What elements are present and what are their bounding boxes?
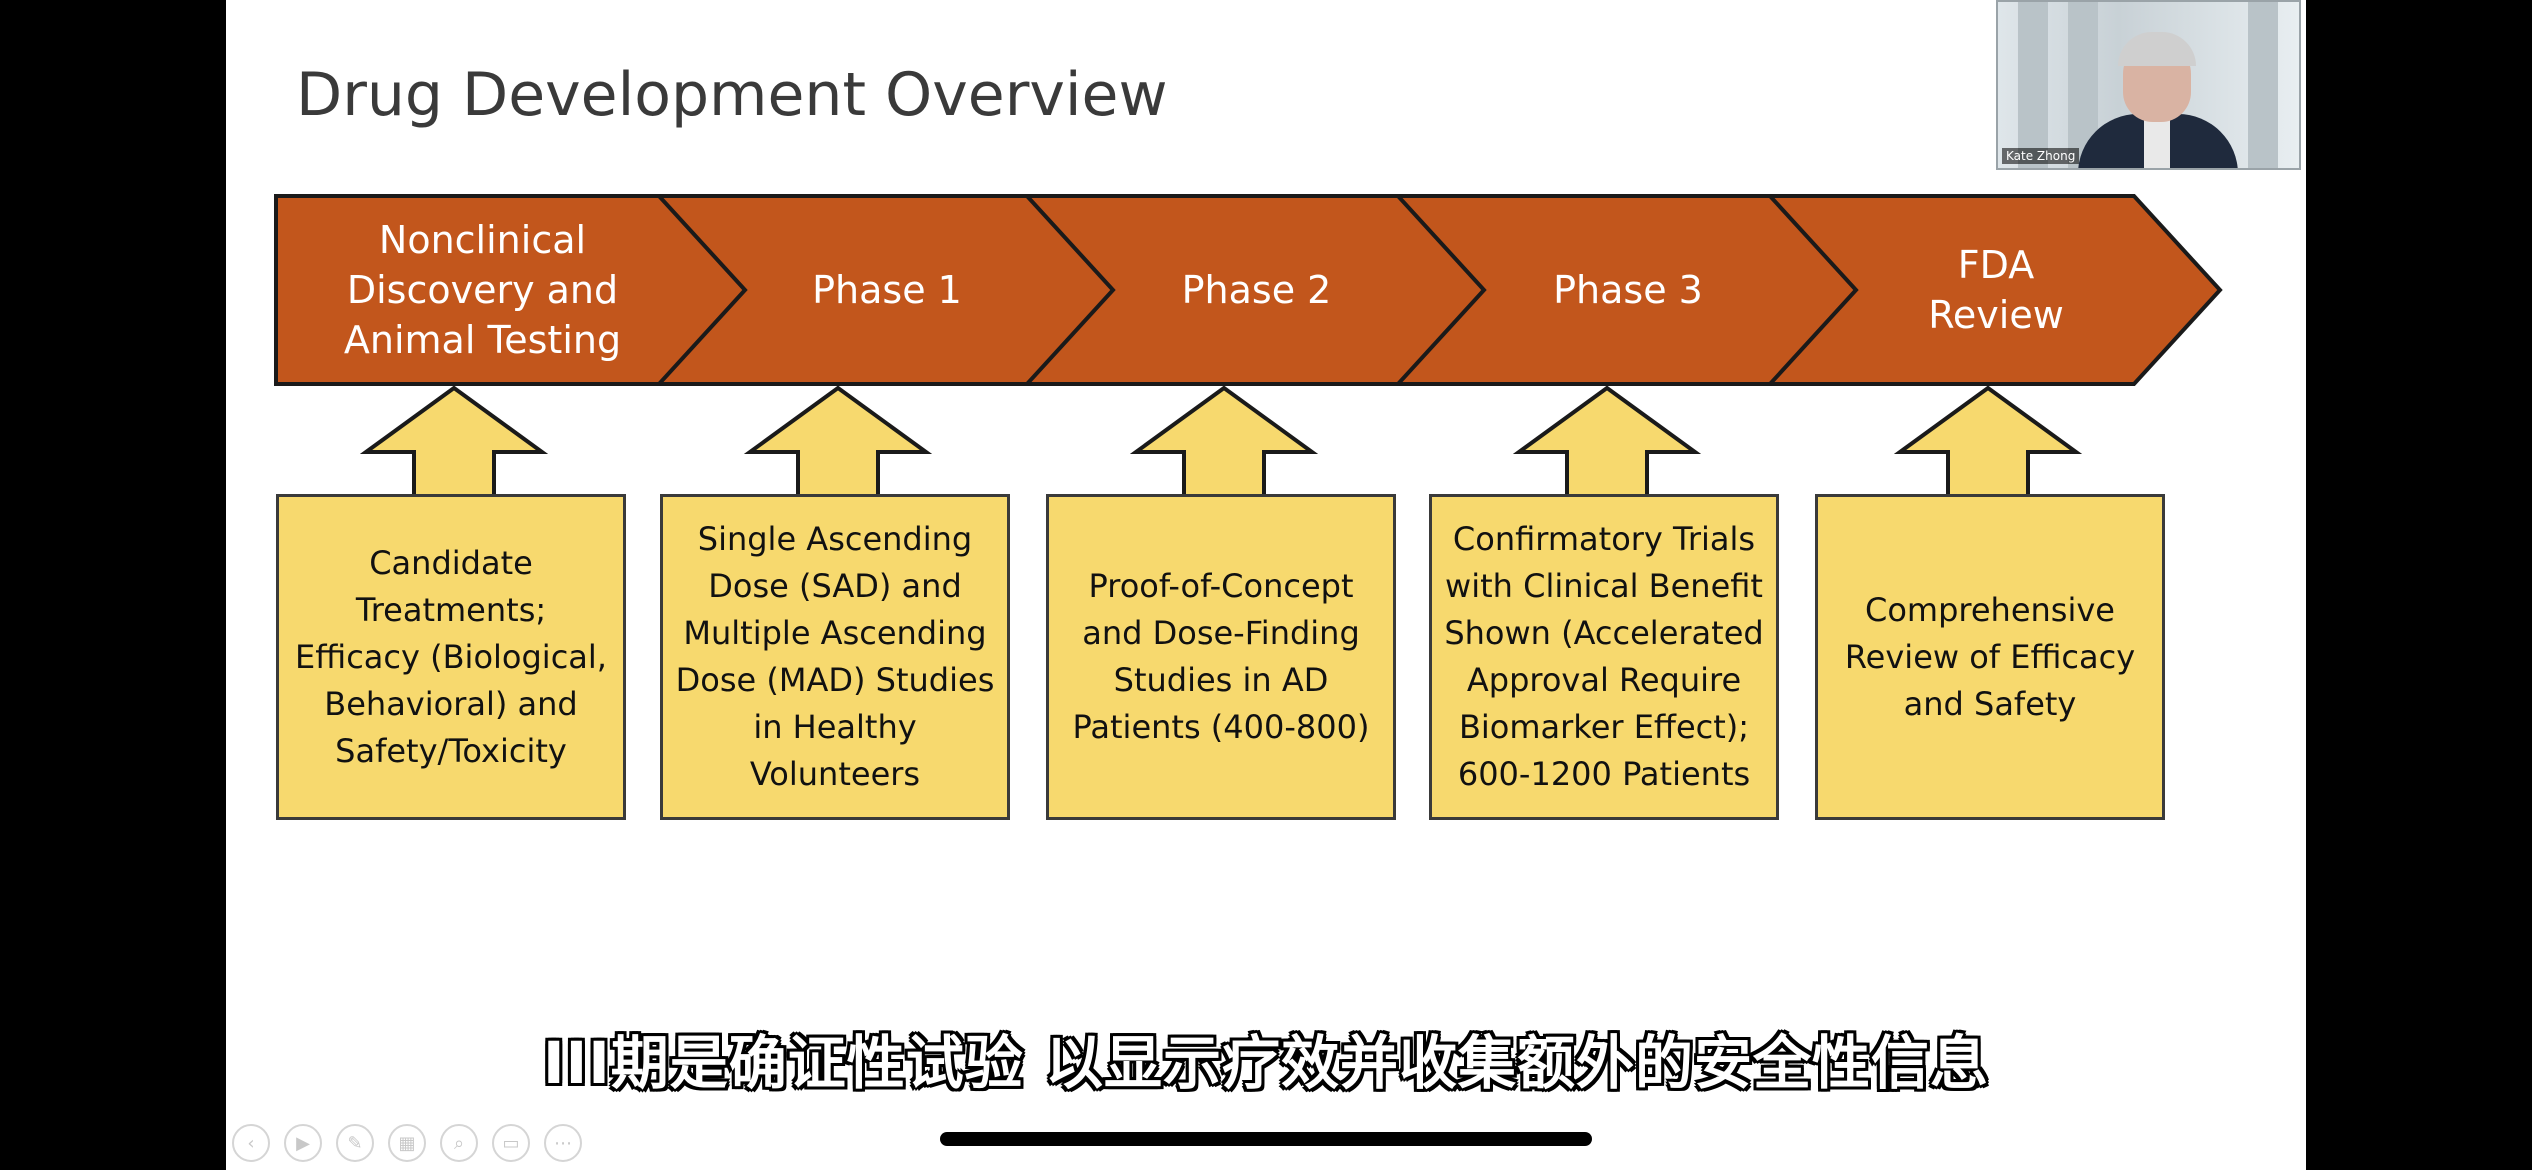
up-arrow-3	[1129, 385, 1319, 498]
stage-detail-box-1: Candidate Treatments; Efficacy (Biologic…	[276, 494, 626, 820]
pen-icon[interactable]: ✎	[336, 1124, 374, 1162]
zoom-icon[interactable]: ⌕	[440, 1124, 478, 1162]
more-icon[interactable]: ⋯	[544, 1124, 582, 1162]
slide-title: Drug Development Overview	[296, 60, 1168, 130]
up-arrow-1	[359, 385, 549, 498]
chevron-stage-1	[274, 194, 748, 386]
stage-detail-box-3: Proof-of-Concept and Dose-Finding Studie…	[1046, 494, 1396, 820]
presentation-toolbar: ‹ ▶ ✎ ▦ ⌕ ▭ ⋯	[232, 1124, 582, 1162]
stage-detail-box-2: Single Ascending Dose (SAD) and Multiple…	[660, 494, 1010, 820]
previous-icon[interactable]: ‹	[232, 1124, 270, 1162]
up-arrow-4	[1512, 385, 1702, 498]
video-subtitle: III期是确证性试验 以显示疗效并收集额外的安全性信息	[543, 1029, 1989, 1097]
pipeline-diagram	[274, 194, 2223, 498]
play-icon[interactable]: ▶	[284, 1124, 322, 1162]
stage-detail-box-5: Comprehensive Review of Efficacy and Saf…	[1815, 494, 2165, 820]
up-arrow-2	[743, 385, 933, 498]
up-arrow-5	[1893, 385, 2083, 498]
home-indicator[interactable]	[940, 1132, 1592, 1146]
presentation-slide: Drug Development Overview Nonclinical Di…	[226, 0, 2306, 1170]
slides-icon[interactable]: ▦	[388, 1124, 426, 1162]
speaker-hair	[2118, 32, 2196, 66]
speaker-name-tag: Kate Zhong	[2002, 148, 2080, 164]
stage-detail-box-4: Confirmatory Trials with Clinical Benefi…	[1429, 494, 1779, 820]
speaker-shirt	[2144, 114, 2170, 168]
speaker-video-thumbnail[interactable]: Kate Zhong	[1996, 0, 2301, 170]
screen-icon[interactable]: ▭	[492, 1124, 530, 1162]
